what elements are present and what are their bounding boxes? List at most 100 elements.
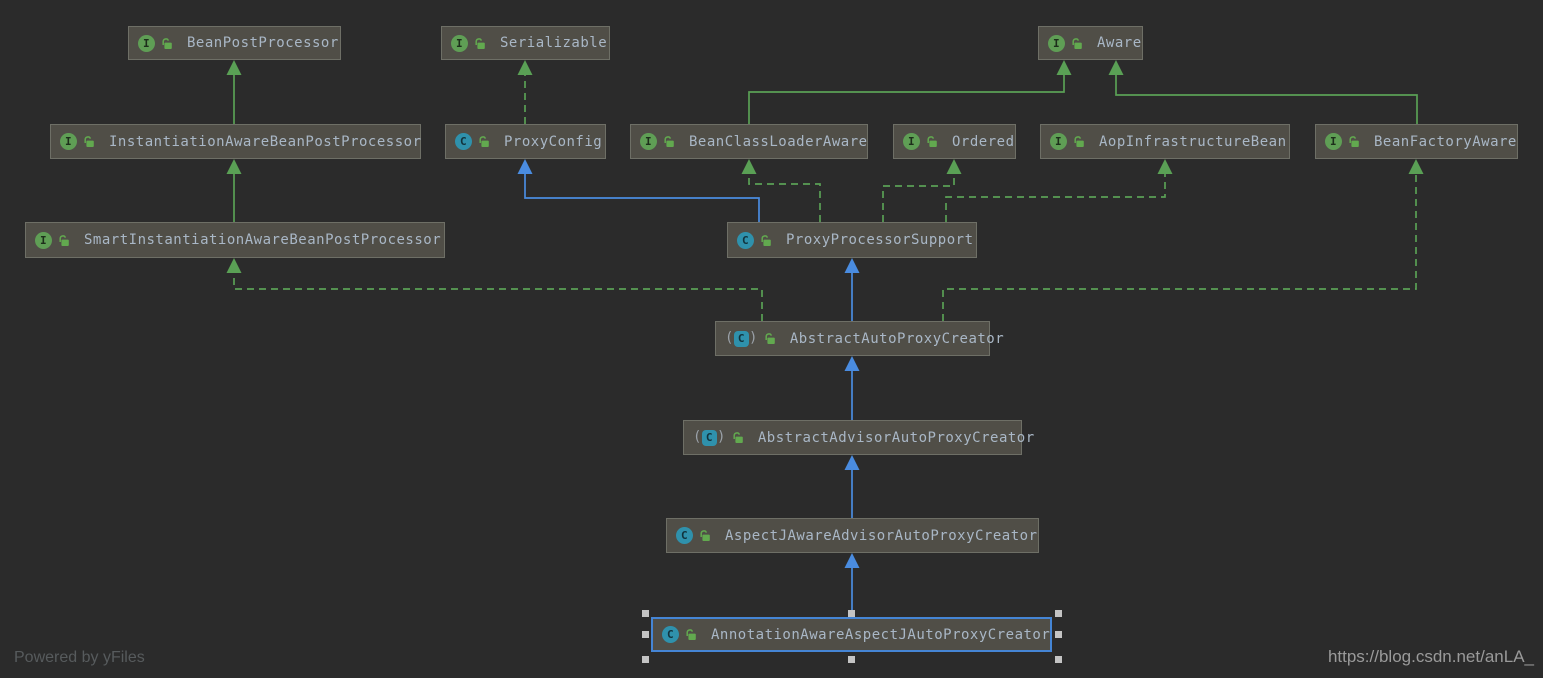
node-serializable[interactable]: I Serializable — [441, 26, 610, 60]
powered-by-yfiles-label: Powered by yFiles — [14, 649, 145, 666]
node-aspectj-aware-advisor-auto-proxy-creator[interactable]: C AspectJAwareAdvisorAutoProxyCreator — [666, 518, 1039, 553]
relationship-edge — [517, 159, 760, 222]
selection-handle[interactable] — [848, 609, 855, 617]
class-icon: C — [455, 133, 472, 150]
implements-arrowhead-icon — [741, 159, 757, 174]
selection-handle[interactable] — [641, 631, 649, 638]
relationship-edge — [844, 455, 860, 518]
interface-icon: I — [903, 133, 920, 150]
node-smart-instantiation-aware-bean-post-processor[interactable]: I SmartInstantiationAwareBeanPostProcesso… — [25, 222, 445, 258]
interface-icon: I — [1325, 133, 1342, 150]
public-lock-icon — [732, 431, 744, 444]
class-name-label: AbstractAdvisorAutoProxyCreator — [757, 429, 1035, 446]
interface-icon: I — [60, 133, 77, 150]
blog-watermark-url: https://blog.csdn.net/anLA_ — [1327, 647, 1534, 666]
selection-handle[interactable] — [641, 609, 649, 617]
node-aop-infrastructure-bean[interactable]: I AopInfrastructureBean — [1040, 124, 1290, 159]
public-lock-icon — [58, 234, 70, 247]
public-lock-icon — [699, 529, 711, 542]
extends-arrowhead-icon — [226, 159, 242, 174]
abstract-class-icon: (C) — [693, 429, 726, 446]
selection-handle[interactable] — [1054, 631, 1062, 638]
class-name-label: Aware — [1097, 35, 1142, 51]
extends-arrowhead-icon — [844, 258, 860, 273]
implements-arrowhead-icon — [517, 60, 533, 75]
extends-arrowhead-icon — [1056, 60, 1072, 75]
interface-icon: I — [640, 133, 657, 150]
interface-icon: I — [1048, 34, 1065, 52]
relationship-edge — [844, 553, 860, 617]
relationship-edge — [844, 356, 860, 420]
extends-arrowhead-icon — [517, 159, 533, 174]
selection-handle[interactable] — [1054, 655, 1062, 663]
class-name-label: InstantiationAwareBeanPostProcessor — [109, 133, 422, 150]
relationship-edge — [748, 60, 1072, 124]
implements-arrowhead-icon — [1157, 159, 1173, 174]
class-name-label: ProxyProcessorSupport — [786, 232, 974, 248]
public-lock-icon — [926, 135, 938, 148]
public-lock-icon — [474, 37, 486, 50]
relationship-edge — [1108, 60, 1418, 124]
relationship-edge — [226, 159, 242, 222]
selection-handle[interactable] — [848, 655, 855, 663]
relationship-edge — [882, 159, 962, 222]
node-abstract-advisor-auto-proxy-creator[interactable]: (C) AbstractAdvisorAutoProxyCreator — [683, 420, 1034, 455]
public-lock-icon — [760, 234, 772, 247]
node-ordered[interactable]: I Ordered — [893, 124, 1016, 159]
class-name-label: SmartInstantiationAwareBeanPostProcessor — [84, 232, 442, 248]
relationship-edge — [942, 159, 1424, 321]
relationship-edge — [226, 258, 763, 321]
public-lock-icon — [1073, 135, 1085, 148]
public-lock-icon — [1071, 37, 1083, 50]
extends-arrowhead-icon — [1108, 60, 1124, 75]
interface-icon: I — [1050, 133, 1067, 150]
class-name-label: ProxyConfig — [504, 133, 603, 150]
public-lock-icon — [764, 332, 776, 345]
node-proxy-processor-support[interactable]: C ProxyProcessorSupport — [727, 222, 977, 258]
node-bean-class-loader-aware[interactable]: I BeanClassLoaderAware — [630, 124, 868, 159]
class-icon: C — [676, 527, 693, 544]
public-lock-icon — [161, 37, 173, 50]
node-abstract-auto-proxy-creator[interactable]: (C) AbstractAutoProxyCreator — [715, 321, 1004, 356]
public-lock-icon — [83, 135, 95, 148]
extends-arrowhead-icon — [844, 356, 860, 371]
relationship-edge — [741, 159, 821, 222]
relationship-edge — [844, 258, 860, 321]
class-name-label: BeanPostProcessor — [187, 35, 339, 51]
class-icon: C — [737, 231, 754, 249]
selection-handle[interactable] — [641, 655, 649, 663]
class-name-label: BeanFactoryAware — [1374, 133, 1517, 150]
node-annotation-aware-aspectj-auto-proxy-creator[interactable]: C AnnotationAwareAspectJAutoProxyCreator — [651, 617, 1052, 652]
implements-arrowhead-icon — [946, 159, 962, 174]
extends-arrowhead-icon — [844, 553, 860, 568]
node-bean-factory-aware[interactable]: I BeanFactoryAware — [1315, 124, 1518, 159]
class-name-label: Ordered — [952, 133, 1015, 150]
class-name-label: AbstractAutoProxyCreator — [789, 330, 1005, 347]
relationship-edge — [226, 60, 242, 124]
class-name-label: BeanClassLoaderAware — [689, 133, 868, 150]
node-proxy-config[interactable]: C ProxyConfig — [445, 124, 606, 159]
selection-handle[interactable] — [1054, 609, 1062, 617]
public-lock-icon — [685, 628, 697, 641]
implements-arrowhead-icon — [226, 258, 242, 273]
interface-icon: I — [451, 34, 468, 52]
relationship-edge — [517, 60, 533, 124]
public-lock-icon — [1348, 135, 1360, 148]
class-name-label: Serializable — [500, 35, 608, 51]
class-name-label: AopInfrastructureBean — [1099, 133, 1287, 150]
node-aware[interactable]: I Aware — [1038, 26, 1143, 60]
extends-arrowhead-icon — [226, 60, 242, 75]
node-instantiation-aware-bean-post-processor[interactable]: I InstantiationAwareBeanPostProcessor — [50, 124, 421, 159]
class-name-label: AspectJAwareAdvisorAutoProxyCreator — [725, 527, 1038, 544]
abstract-class-icon: (C) — [725, 330, 758, 347]
relationship-edge — [945, 159, 1173, 222]
class-icon: C — [662, 626, 679, 643]
public-lock-icon — [663, 135, 675, 148]
interface-icon: I — [35, 231, 52, 249]
public-lock-icon — [478, 135, 490, 148]
extends-arrowhead-icon — [844, 455, 860, 470]
class-name-label: AnnotationAwareAspectJAutoProxyCreator — [711, 626, 1051, 643]
